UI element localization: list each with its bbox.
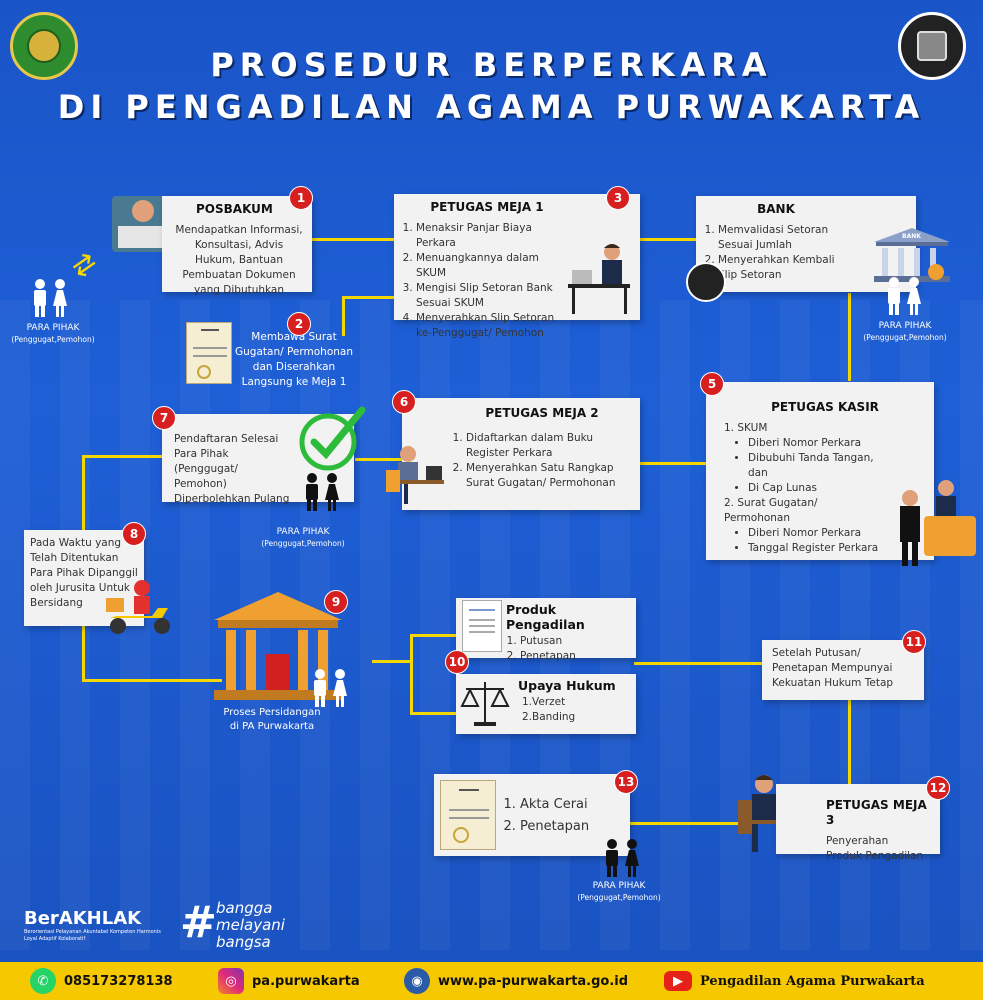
courier-scooter-illustration bbox=[102, 578, 178, 638]
step-13-badge: 13 bbox=[614, 770, 638, 794]
bank-sign: BANK bbox=[902, 233, 921, 240]
connector bbox=[342, 296, 345, 336]
connector bbox=[410, 712, 456, 715]
connector bbox=[410, 634, 456, 637]
bangga-melayani-bangsa-logo: # bangga melayani bangsa bbox=[180, 897, 285, 951]
step-11-card: Setelah Putusan/ Penetapan Mempunyai Kek… bbox=[762, 640, 924, 700]
footer-instagram[interactable]: ◎ pa.purwakarta bbox=[218, 968, 360, 994]
document-icon bbox=[462, 600, 502, 652]
page-title-line2: DI PENGADILAN AGAMA PURWAKARTA bbox=[57, 88, 926, 126]
step-12-card: PETUGAS MEJA 3 Penyerahan Produk Pengadi… bbox=[776, 784, 940, 862]
connector bbox=[342, 296, 396, 299]
youtube-icon: ▶ bbox=[664, 971, 692, 991]
scale-icon bbox=[460, 678, 510, 730]
court-logo bbox=[10, 12, 78, 80]
people-icon bbox=[28, 278, 72, 322]
footer-whatsapp[interactable]: ✆ 085173278138 bbox=[30, 968, 173, 994]
people-icon bbox=[308, 668, 352, 712]
step-5-card: PETUGAS KASIR 1. SKUM Diberi Nomor Perka… bbox=[706, 382, 934, 560]
para-pihak-label: PARA PIHAK (Penggugat,Pemohon) bbox=[261, 527, 345, 548]
whatsapp-icon: ✆ bbox=[30, 968, 56, 994]
produk-list: Putusan Penetapan bbox=[506, 634, 628, 664]
connector bbox=[630, 822, 745, 825]
para-pihak-label: PARA PIHAK (Penggugat,Pemohon) bbox=[577, 881, 661, 902]
para-pihak-label: PARA PIHAK (Penggugat,Pemohon) bbox=[11, 323, 95, 344]
globe-icon: ◉ bbox=[404, 968, 430, 994]
step-10-badge: 10 bbox=[445, 650, 469, 674]
step-11-badge: 11 bbox=[902, 630, 926, 654]
connector bbox=[372, 660, 412, 663]
step-7-badge: 7 bbox=[152, 406, 176, 430]
para-pihak-label: PARA PIHAK (Penggugat,Pemohon) bbox=[863, 321, 947, 342]
footer-bar: ✆ 085173278138 ◎ pa.purwakarta ◉ www.pa-… bbox=[0, 962, 983, 1000]
step-3-badge: 3 bbox=[606, 186, 630, 210]
officer-at-desk-illustration bbox=[568, 240, 634, 316]
footer-youtube[interactable]: ▶ Pengadilan Agama Purwakarta bbox=[664, 971, 925, 991]
step-7-card: Pendaftaran Selesai Para Pihak (Pengguga… bbox=[162, 414, 354, 505]
people-icon bbox=[600, 838, 644, 882]
step-5-list: 1. SKUM Diberi Nomor Perkara Dibubuhi Ta… bbox=[724, 421, 886, 556]
people-icon bbox=[882, 276, 926, 320]
ministry-badge-icon bbox=[686, 262, 726, 302]
connector bbox=[848, 293, 851, 381]
connector bbox=[640, 462, 708, 465]
ministry-logo bbox=[898, 12, 966, 80]
cashier-illustration bbox=[880, 478, 980, 568]
step-1-card: POSBAKUM Mendapatkan Informasi, Konsulta… bbox=[162, 196, 312, 296]
certificate-icon bbox=[440, 780, 496, 850]
step-12-badge: 12 bbox=[926, 776, 950, 800]
connector bbox=[82, 625, 85, 681]
connector bbox=[355, 458, 403, 461]
connector bbox=[640, 238, 698, 241]
step-2-badge: 2 bbox=[287, 312, 311, 336]
connector bbox=[82, 455, 162, 458]
connector bbox=[312, 238, 396, 241]
step-8-badge: 8 bbox=[122, 522, 146, 546]
step-9-badge: 9 bbox=[324, 590, 348, 614]
connector bbox=[82, 455, 85, 530]
step-13-list: Akta Cerai Penetapan bbox=[506, 794, 622, 838]
step-9-text: Proses Persidangan di PA Purwakarta bbox=[223, 707, 321, 732]
step-3-card: PETUGAS MEJA 1 Menaksir Panjar Biaya Per… bbox=[394, 194, 640, 339]
step-4-list: Memvalidasi Setoran Sesuai Jumlah Menyer… bbox=[704, 223, 854, 283]
berakhlak-logo: BerAKHLAK Berorientasi Pelayanan Akuntab… bbox=[24, 908, 161, 942]
document-scale-icon bbox=[186, 322, 232, 384]
instagram-icon: ◎ bbox=[218, 968, 244, 994]
step-3-list: Menaksir Panjar Biaya Perkara Menuangkan… bbox=[402, 221, 572, 341]
court-building-illustration bbox=[210, 590, 346, 708]
step-5-badge: 5 bbox=[700, 372, 724, 396]
step-6-list: Didaftarkan dalam Buku Register Perkara … bbox=[452, 431, 632, 491]
footer-website[interactable]: ◉ www.pa-purwakarta.go.id bbox=[404, 968, 628, 994]
step-1-badge: 1 bbox=[289, 186, 313, 210]
people-icon bbox=[300, 472, 344, 516]
page-title-line1: PROSEDUR BERPERKARA bbox=[210, 46, 773, 84]
officer-meja2-illustration bbox=[386, 440, 446, 506]
step-2-text: Membawa Surat Gugatan/ Permohonan dan Di… bbox=[235, 331, 353, 388]
connector bbox=[634, 662, 762, 665]
connector bbox=[82, 679, 222, 682]
step-6-badge: 6 bbox=[392, 390, 416, 414]
connector bbox=[410, 634, 413, 714]
checkmark-icon bbox=[298, 404, 368, 474]
step-6-card: PETUGAS MEJA 2 Didaftarkan dalam Buku Re… bbox=[402, 398, 640, 510]
connector bbox=[848, 700, 851, 790]
